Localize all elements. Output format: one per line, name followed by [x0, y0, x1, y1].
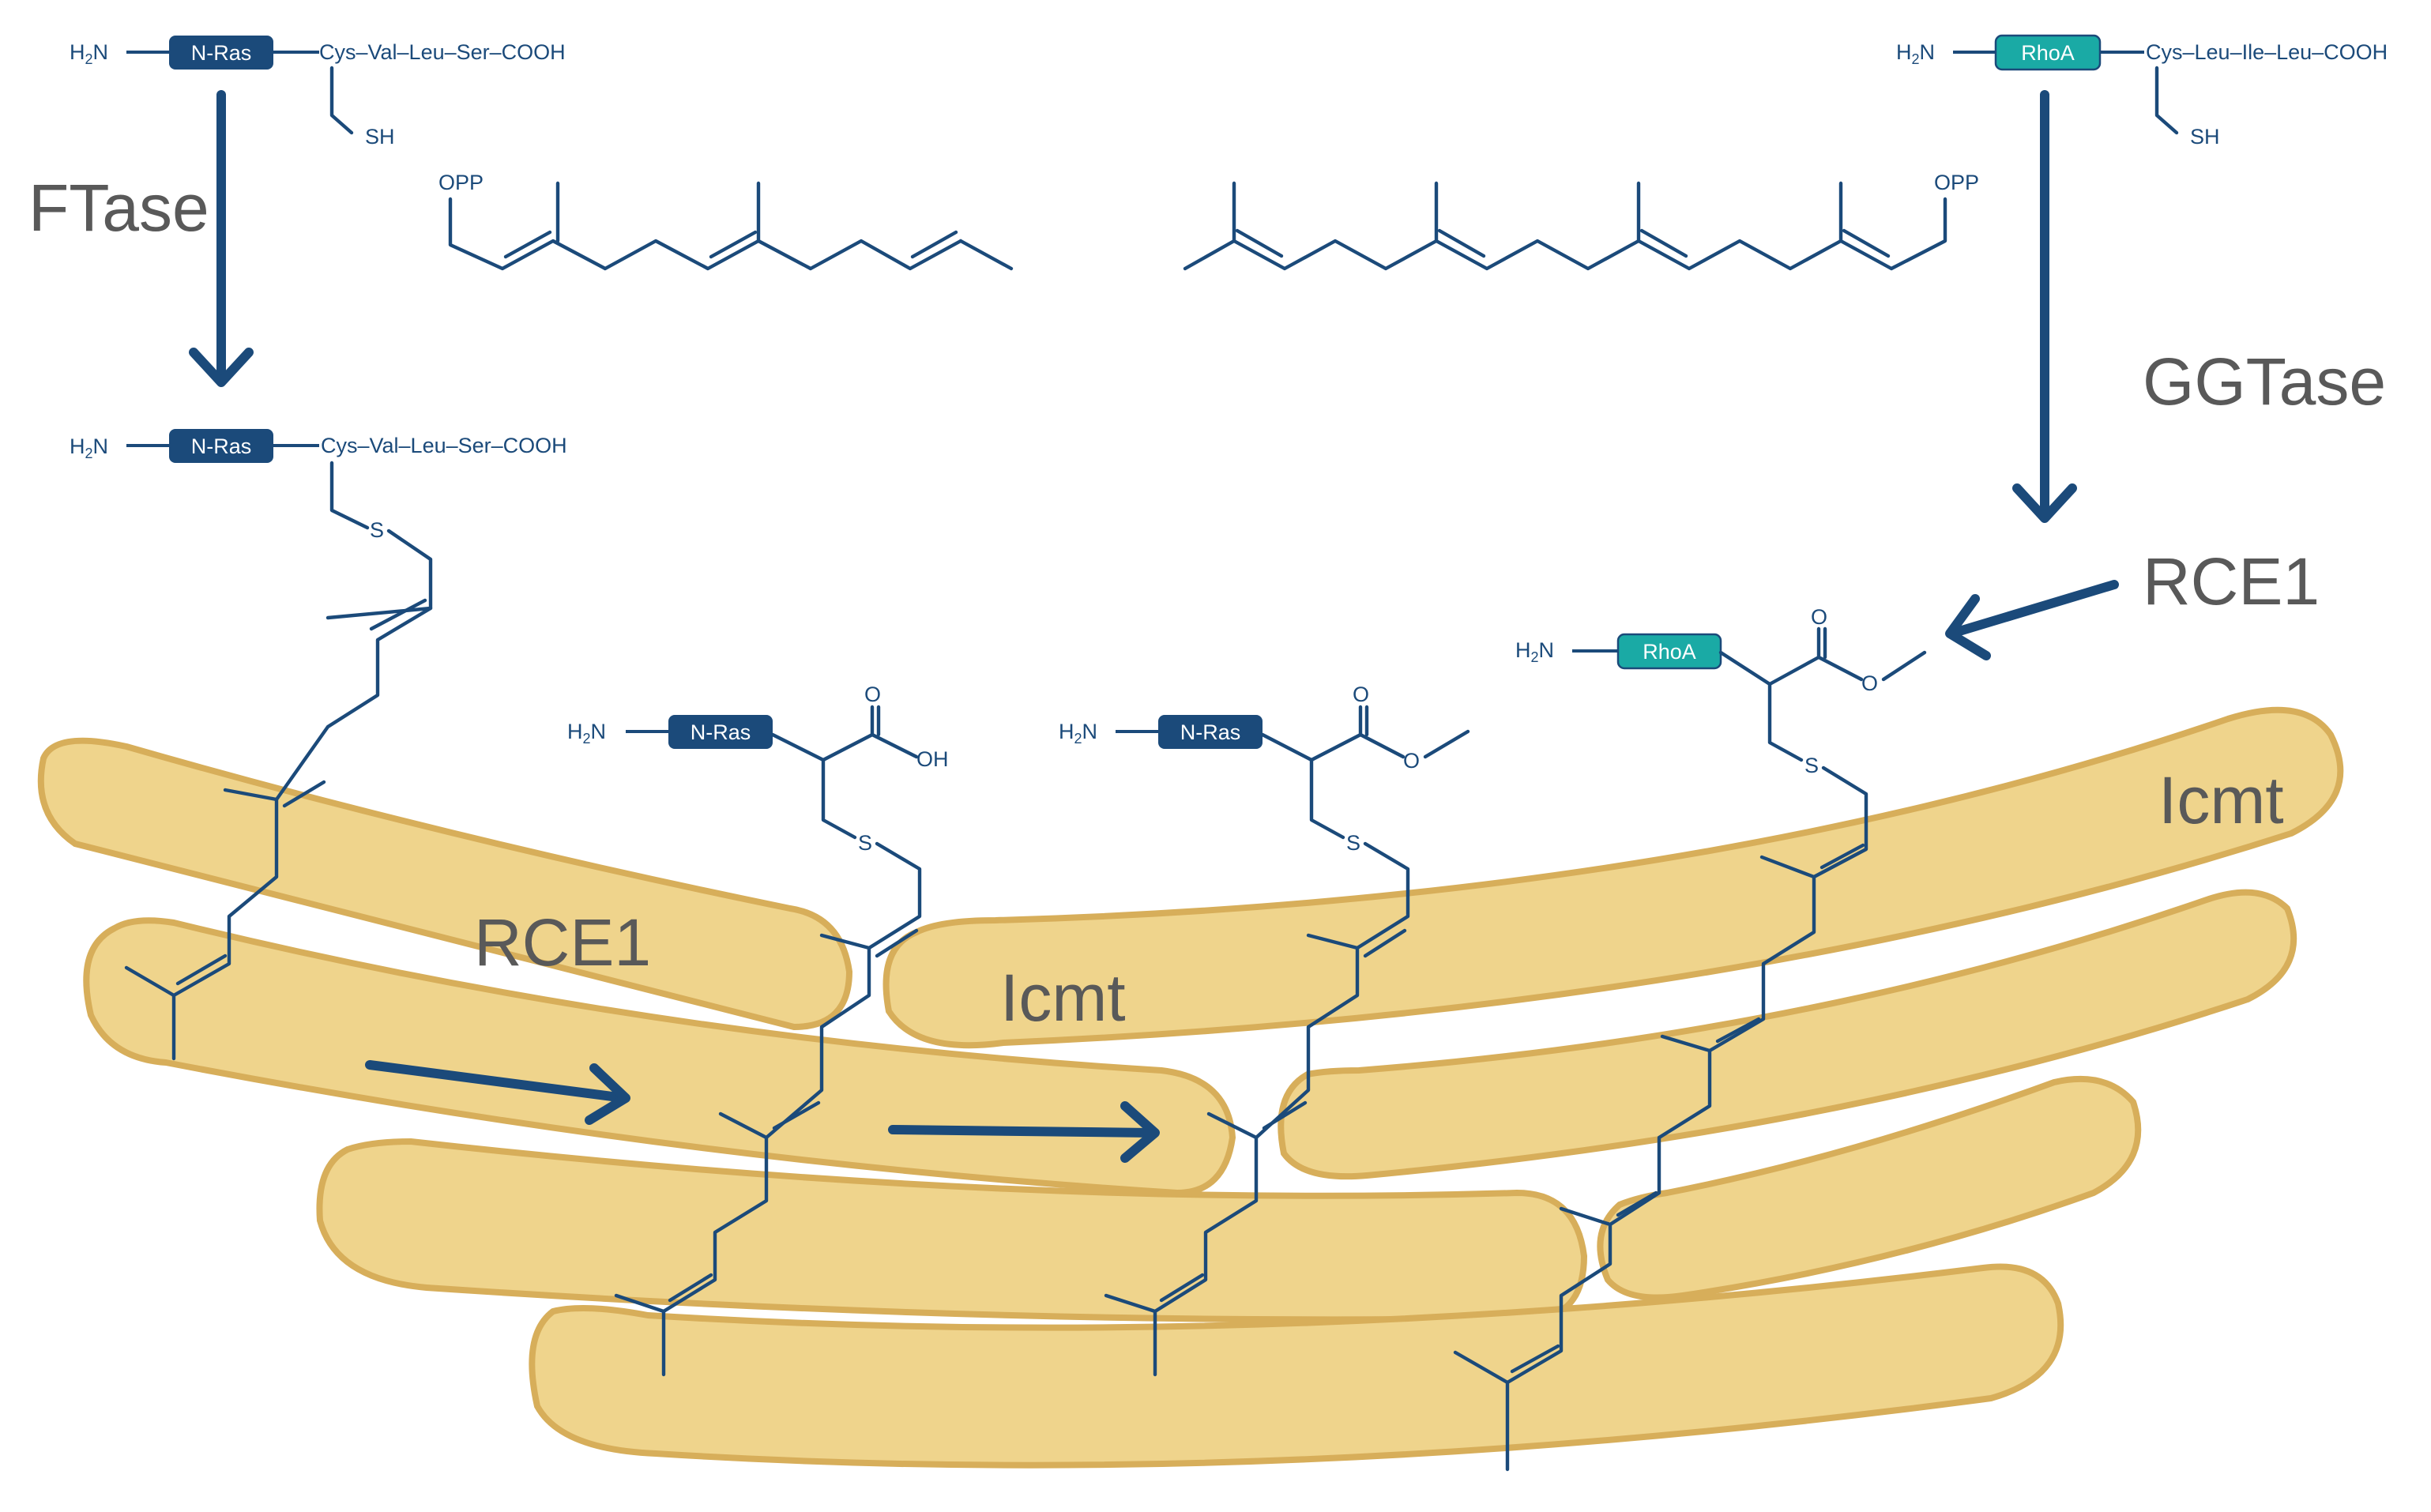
- svg-text:Cys–Val–Leu–Ser–COOH: Cys–Val–Leu–Ser–COOH: [321, 434, 567, 457]
- rce1-top-label: RCE1: [2143, 544, 2320, 619]
- svg-text:RhoA: RhoA: [1643, 640, 1696, 664]
- svg-text:S: S: [1346, 831, 1360, 855]
- svg-text:N-Ras: N-Ras: [191, 434, 252, 458]
- svg-text:O: O: [1353, 683, 1369, 706]
- svg-text:N-Ras: N-Ras: [691, 720, 751, 744]
- svg-text:H2N: H2N: [1059, 720, 1097, 747]
- svg-text:S: S: [1804, 754, 1819, 777]
- ftase-label: FTase: [28, 171, 209, 245]
- membrane-arrow-2: [888, 1101, 1160, 1163]
- ggtase-arrow: [2012, 90, 2077, 523]
- geranylgeranyl-pyrophosphate: OPP: [1183, 171, 1979, 271]
- rhoa-substrate: H2N RhoA Cys–Leu–Ile–Leu–COOH SH: [1896, 34, 2388, 149]
- ftase-arrow: [189, 90, 254, 387]
- svg-text:H2N: H2N: [1896, 40, 1935, 67]
- svg-text:S: S: [858, 831, 872, 855]
- farnesyl-pyrophosphate: OPP: [438, 171, 1014, 271]
- membrane-tube-6: [1597, 1075, 2142, 1301]
- nras-methyl-ester: H2N N-Ras O O S: [1059, 683, 1470, 1377]
- svg-text:OPP: OPP: [438, 171, 484, 194]
- svg-text:O: O: [864, 683, 881, 706]
- icmt-membrane-label-left: Icmt: [1000, 961, 1126, 1035]
- svg-text:O: O: [1861, 671, 1878, 695]
- nras-substrate: H2N N-Ras Cys–Val–Leu–Ser–COOH SH: [70, 36, 566, 149]
- svg-text:H2N: H2N: [70, 40, 108, 67]
- svg-text:H2N: H2N: [567, 720, 606, 747]
- nras-label: N-Ras: [191, 41, 252, 65]
- svg-text:S: S: [370, 518, 384, 542]
- svg-text:O: O: [1403, 749, 1420, 773]
- rce1-membrane-label: RCE1: [474, 905, 651, 980]
- membrane-tube-2: [882, 706, 2344, 1049]
- rhoa-label: RhoA: [2021, 41, 2075, 65]
- svg-text:SH: SH: [2190, 125, 2220, 149]
- svg-text:OPP: OPP: [1934, 171, 1979, 194]
- membrane-tube-1: [37, 737, 853, 1031]
- rhoa-methyl-ester: H2N RhoA O O S: [1453, 605, 1927, 1472]
- farnesylated-nras: H2N N-Ras Cys–Val–Leu–Ser–COOH S: [70, 429, 567, 1061]
- ggtase-label: GGTase: [2143, 344, 2386, 419]
- svg-text:N-Ras: N-Ras: [1180, 720, 1241, 744]
- membrane-tube-3: [83, 917, 1236, 1197]
- nras-cleaved-acid: H2N N-Ras O OH S: [567, 683, 949, 1377]
- rhoa-cys-tail: Cys–Leu–Ile–Leu–COOH: [2146, 40, 2388, 64]
- icmt-membrane-label-right: Icmt: [2158, 763, 2284, 837]
- er-membrane: [37, 706, 2344, 1469]
- membrane-tube-4: [1278, 889, 2297, 1180]
- rce1-arrow: [1945, 580, 2119, 660]
- membrane-arrow-1: [365, 1060, 630, 1125]
- svg-text:H2N: H2N: [1515, 638, 1554, 665]
- svg-text:H2N: H2N: [70, 434, 108, 461]
- svg-text:SH: SH: [365, 125, 395, 149]
- membrane-tube-7: [529, 1263, 2064, 1469]
- nras-cys-tail: Cys–Val–Leu–Ser–COOH: [319, 40, 566, 64]
- svg-text:OH: OH: [916, 747, 949, 771]
- svg-text:O: O: [1811, 605, 1827, 629]
